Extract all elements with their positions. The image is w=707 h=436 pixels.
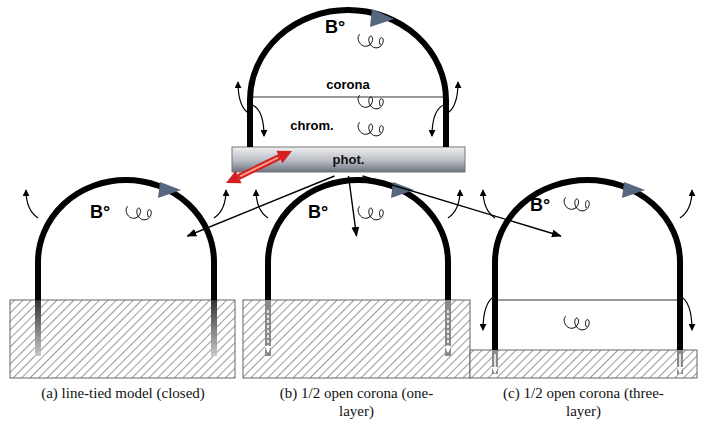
flux-loop: [250, 10, 446, 147]
derivation-arrow: [349, 176, 357, 236]
field-arrow: [158, 182, 181, 198]
hatched-base: [243, 300, 470, 378]
model-panel: (c) 1/2 open corona (three-layer): [470, 236, 697, 432]
flux-loop: [268, 180, 448, 300]
outflow-arrows: [268, 310, 448, 352]
layer-label: corona: [326, 77, 369, 92]
flow-arrows: [26, 190, 692, 330]
field-arrow: [622, 182, 645, 198]
derivation-arrow: [187, 176, 334, 236]
driver-arrow: [226, 151, 292, 184]
panel-caption: (c) 1/2 open corona (three-layer): [499, 384, 669, 420]
photosphere-band: phot.: [232, 147, 465, 172]
turbulence-squiggle: [126, 35, 589, 330]
field-label: B°: [308, 202, 328, 223]
field-label: B°: [530, 195, 550, 216]
buried-leg: [265, 300, 271, 356]
buried-leg: [35, 300, 41, 356]
field-arrow: [370, 9, 394, 27]
outflow-arrows: [495, 354, 680, 373]
panel-caption: (a) line-tied model (closed): [38, 384, 208, 402]
buried-leg: [211, 300, 217, 356]
buried-leg: [492, 350, 498, 374]
transition-line: [498, 300, 677, 301]
flux-loop: [495, 180, 680, 350]
layer-label: phot.: [333, 152, 365, 167]
field-label: B°: [325, 17, 345, 38]
photosphere-fill: [232, 147, 465, 172]
hatched-base: [470, 350, 697, 378]
layer-label: chrom.: [290, 118, 333, 133]
model-panel: (b) 1/2 open corona (one-layer): [243, 236, 470, 432]
derivation-arrow: [362, 176, 560, 236]
buried-leg: [677, 350, 683, 374]
transition-line: [253, 97, 443, 98]
hatched-base: [10, 300, 235, 378]
flux-loop: [38, 180, 214, 300]
panel-caption: (b) 1/2 open corona (one-layer): [272, 384, 442, 420]
model-panel: (a) line-tied model (closed): [8, 236, 238, 432]
field-label: B°: [90, 202, 110, 223]
buried-leg: [445, 300, 451, 356]
